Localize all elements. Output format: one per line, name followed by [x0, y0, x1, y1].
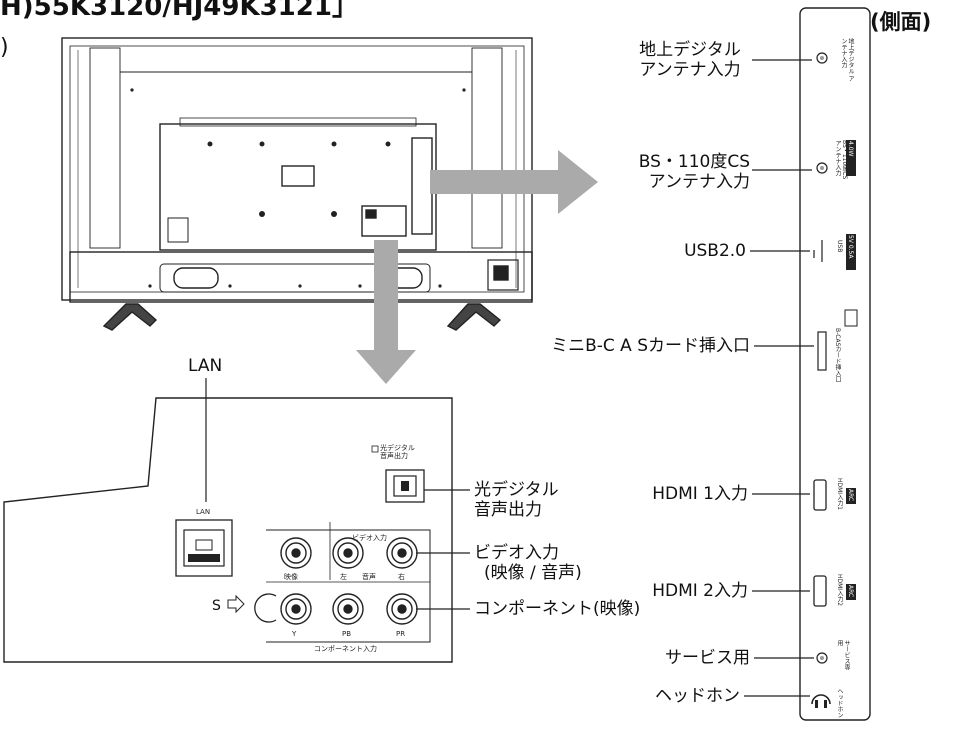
terrestrial-antenna-jack — [816, 52, 828, 64]
usb-port — [813, 240, 823, 262]
printed-bs-cs: BS・110度CS アンテナ入力 — [834, 140, 848, 180]
rear-terminal-area — [361, 205, 407, 237]
s-arrow-icon — [227, 594, 245, 614]
audio-right-jack — [386, 537, 418, 569]
optical-port-shutter — [401, 481, 409, 491]
video-printed-header: ビデオ入力 — [352, 534, 387, 542]
bcas-icon — [844, 309, 858, 327]
component-pb-jack — [332, 593, 364, 625]
side-terminal-area — [411, 137, 433, 235]
left-stand — [102, 303, 158, 331]
component-pr-jack — [386, 593, 418, 625]
lan-printed: LAN — [196, 508, 211, 516]
service-port — [816, 652, 828, 664]
printed-usb-badge: 5V 0.5A — [847, 235, 854, 259]
rear-panel-plate — [159, 123, 437, 251]
bcas-label: ミニB-C A Sカード挿入口 — [551, 336, 750, 356]
s-label: S — [212, 598, 221, 614]
lan-port-contacts — [188, 554, 220, 562]
printed-bcas: B-CASカード挿入口 — [834, 328, 841, 383]
rear-leader-lines — [205, 378, 470, 610]
terrestrial-antenna-label: 地上デジタル アンテナ入力 — [639, 40, 741, 80]
hdmi2-arc-badge — [846, 584, 856, 600]
s-jack-bracket — [254, 593, 277, 623]
video-jack — [280, 537, 312, 569]
audio-left-jack — [332, 537, 364, 569]
audio-left-printed-label: 左 — [340, 573, 347, 581]
printed-bs-badge: DC15V 4.0W — [847, 141, 861, 162]
hdmi2-port — [813, 575, 827, 607]
component-pb-printed-label: PB — [342, 630, 352, 638]
headphone-label: ヘッドホン — [655, 686, 740, 706]
side-leader-lines — [744, 59, 814, 697]
audio-printed-label: 音声 — [362, 573, 376, 581]
audio-right-printed-label: 右 — [398, 573, 405, 581]
printed-service: サービス専用 — [836, 640, 850, 670]
hdmi1-port — [813, 479, 827, 511]
usb-label: USB2.0 — [684, 241, 746, 261]
vesa-label — [281, 165, 315, 187]
headphone-jack — [811, 694, 831, 705]
component-pr-printed-label: PR — [396, 630, 406, 638]
optical-printed: 光デジタル 音声出力 — [380, 444, 415, 460]
rear-connector-panel — [3, 397, 453, 663]
tv-rear-illustration — [61, 37, 533, 331]
printed-hdmi2-badge: ARC — [847, 585, 854, 598]
lan-port-frame — [175, 519, 233, 577]
video-callout: ビデオ入力 (映像 / 音声) — [474, 543, 582, 583]
printed-hdmi1-badge: ARC — [847, 489, 854, 502]
video-printed-label: 映像 — [284, 573, 298, 581]
component-y-jack — [280, 593, 312, 625]
printed-usb: USB — [836, 240, 843, 253]
printed-hdmi2: HDMI入力2 — [836, 574, 843, 606]
bs-power-badge — [846, 140, 856, 176]
usb-power-badge — [846, 234, 856, 270]
side-panel-frame — [799, 7, 871, 721]
hdmi1-arc-badge — [846, 488, 856, 504]
arrow-to-rear-panel — [356, 240, 416, 384]
component-y-printed-label: Y — [292, 630, 297, 638]
bcas-card-slot — [817, 331, 827, 371]
left-paren: ) — [0, 35, 9, 60]
model-title: H)55K3120/HJ49K3121」 — [0, 0, 358, 22]
arrow-to-side-panel — [430, 150, 598, 214]
component-callout: コンポーネント(映像) — [474, 599, 641, 619]
optical-callout: 光デジタル 音声出力 — [474, 480, 559, 520]
tv-outer-frame — [61, 37, 533, 301]
side-view-label: (側面) — [870, 10, 932, 34]
printed-hdmi1: HDMI入力1 — [836, 478, 843, 510]
side-panel-illustration — [799, 7, 871, 721]
rear-panel-outline — [3, 397, 453, 663]
hdmi1-label: HDMI 1入力 — [652, 484, 748, 504]
printed-terrestrial: 地上デジタル アンテナ入力 — [840, 38, 854, 82]
lan-callout: LAN — [188, 356, 223, 376]
right-stand — [446, 303, 502, 331]
service-label: サービス用 — [665, 648, 750, 668]
printed-headphone: ヘッドホン — [836, 688, 843, 718]
left-speaker-slot — [173, 267, 219, 289]
bs-cs-antenna-jack — [816, 162, 828, 174]
component-printed-footer: コンポーネント入力 — [314, 645, 377, 653]
optical-port-frame — [385, 469, 425, 503]
tv-bottom-bezel — [69, 251, 533, 303]
hdmi2-label: HDMI 2入力 — [652, 581, 748, 601]
bs-cs-antenna-label: BS・110度CS アンテナ入力 — [638, 152, 750, 192]
